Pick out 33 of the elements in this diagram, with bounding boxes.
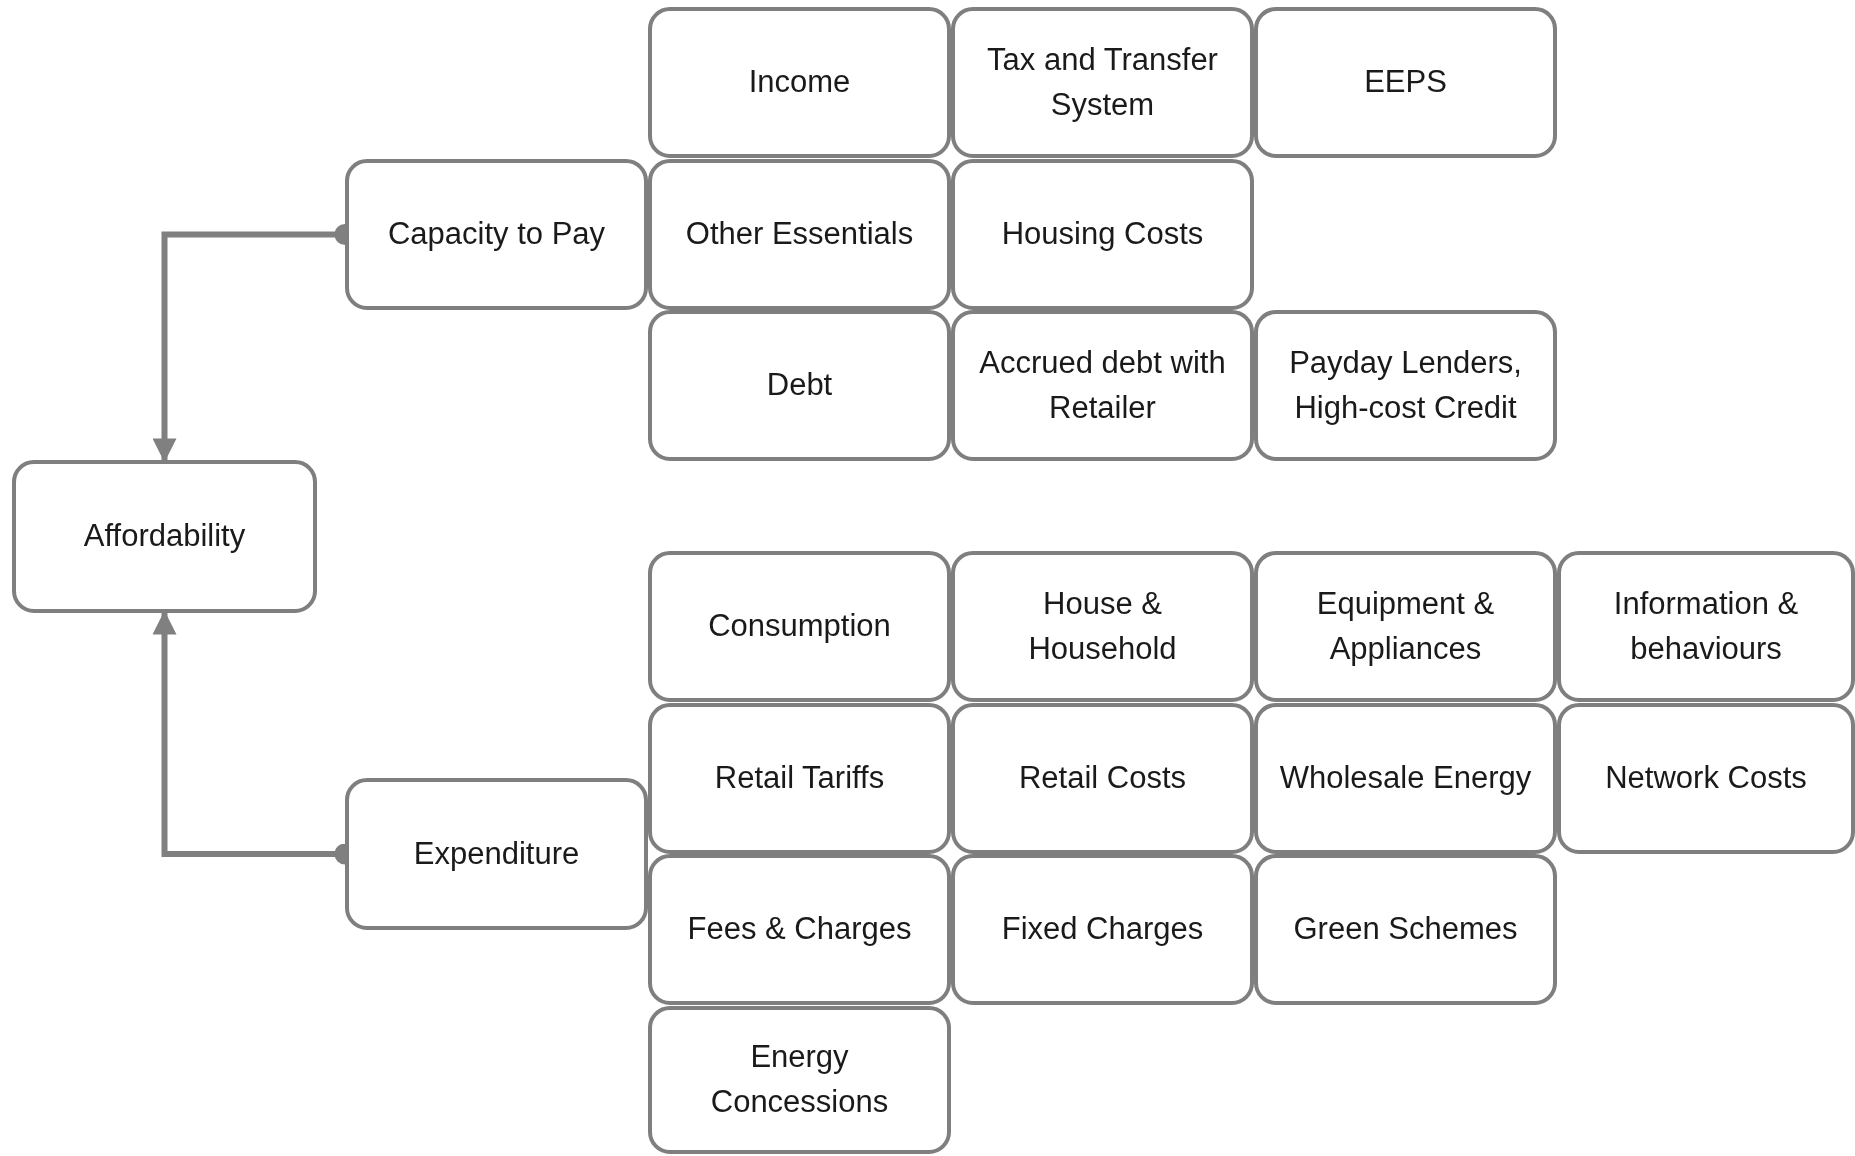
box-label: Fees & Charges <box>687 910 912 949</box>
rounded-box <box>648 551 951 702</box>
box-label: Debt <box>766 366 833 405</box>
box-label: EEPS <box>1364 63 1447 102</box>
box-label: Fixed Charges <box>1001 910 1204 949</box>
box-label: Accrued debt with Retailer <box>978 343 1227 427</box>
box-label: Equipment & Appliances <box>1315 584 1496 668</box>
box-label: Retail Tariffs <box>714 759 885 798</box>
rounded-box <box>648 1006 951 1154</box>
box-label: Affordability <box>83 517 246 556</box>
box-label: Income <box>748 63 851 102</box>
box-label: Tax and Transfer System <box>986 40 1219 124</box>
box-label: Housing Costs <box>1001 215 1204 254</box>
rounded-box <box>1254 310 1557 461</box>
box-label: Wholesale Energy <box>1279 759 1532 798</box>
box-label: Capacity to Pay <box>387 215 606 254</box>
rounded-box <box>1557 703 1855 854</box>
box-label: Payday Lenders, High-cost Credit <box>1288 343 1523 427</box>
box-label: Consumption <box>708 607 891 646</box>
box-label: Information & behaviours <box>1612 584 1800 668</box>
box-label: Expenditure <box>413 834 580 873</box>
box-label: Green Schemes <box>1293 910 1518 949</box>
box-label: Retail Costs <box>1018 759 1187 798</box>
box-label: House & Household <box>1027 584 1178 668</box>
rounded-box <box>1254 7 1557 158</box>
rounded-box <box>345 159 648 310</box>
box-label: Network Costs <box>1605 759 1807 798</box>
box-label: Other Essentials <box>685 215 914 254</box>
rounded-box <box>12 460 317 613</box>
box-label: Energy Concessions <box>709 1038 890 1121</box>
rounded-box <box>345 778 648 930</box>
rounded-box <box>1557 551 1855 702</box>
rounded-box <box>648 7 951 158</box>
